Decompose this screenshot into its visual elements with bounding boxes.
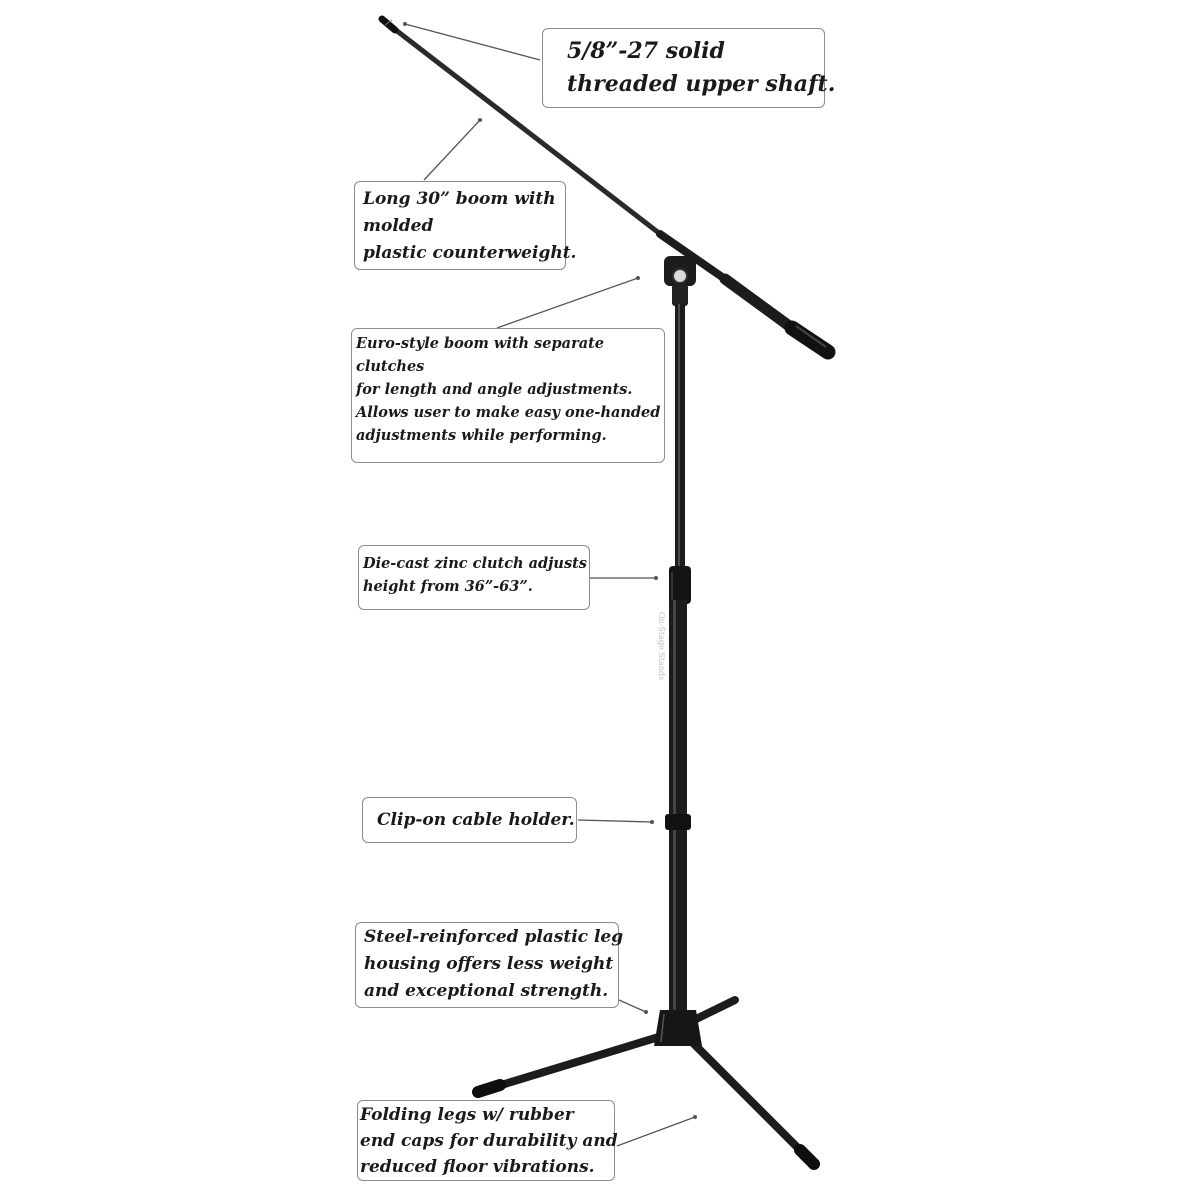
cable-clip	[665, 814, 691, 830]
boom-arm	[385, 21, 836, 360]
leader-leg-housing	[618, 999, 647, 1013]
boom-clutch	[664, 256, 696, 306]
callout-leg-housing: Steel-reinforced plastic leg housing off…	[355, 922, 624, 1008]
callout-line: and exceptional strength.	[364, 981, 609, 1001]
callout-folding-legs: Folding legs w/ rubber end caps for dura…	[357, 1100, 618, 1181]
callout-line: housing offers less weight	[364, 954, 614, 974]
leg-housing	[654, 1010, 702, 1046]
leader-cable-holder	[577, 819, 653, 823]
callout-line: adjustments while performing.	[356, 427, 607, 444]
callout-euro-boom: Euro-style boom with separate clutches f…	[351, 328, 665, 463]
callout-line: molded	[363, 216, 434, 236]
callout-line: clutches	[356, 358, 425, 375]
callout-line: Die-cast zinc clutch adjusts	[363, 555, 587, 572]
tripod-legs	[472, 996, 820, 1170]
callout-line: Euro-style boom with separate	[356, 335, 605, 352]
callout-line: plastic counterweight.	[363, 243, 577, 263]
callout-line: end caps for durability and	[360, 1131, 618, 1151]
callout-line: Steel-reinforced plastic leg	[364, 927, 624, 947]
callout-line: reduced floor vibrations.	[360, 1157, 595, 1177]
shaft-brand-label: On-Stage Stands	[657, 612, 666, 681]
callout-cable-holder: Clip-on cable holder.	[362, 797, 577, 843]
upper-shaft-tube	[675, 304, 685, 576]
callout-line: Folding legs w/ rubber	[360, 1105, 574, 1125]
callout-upper-shaft: 5/8”-27 solid threaded upper shaft.	[542, 28, 836, 108]
callout-line: height from 36”-63”.	[363, 578, 533, 595]
threaded-tip	[378, 15, 399, 34]
callout-line: 5/8”-27 solid	[567, 38, 725, 64]
callout-boom: Long 30” boom with molded plastic counte…	[354, 181, 577, 270]
leader-folding-legs	[616, 1116, 696, 1147]
lower-shaft-tube	[669, 600, 687, 1012]
callout-clutch: Die-cast zinc clutch adjusts height from…	[358, 545, 590, 610]
height-clutch	[669, 566, 691, 604]
callout-line: Allows user to make easy one-handed	[356, 404, 661, 421]
leader-arrowheads	[403, 22, 697, 1119]
callout-line: Long 30” boom with	[363, 189, 556, 209]
leader-lines	[404, 23, 696, 1147]
leader-upper-shaft	[404, 23, 541, 61]
callout-line: for length and angle adjustments.	[356, 381, 633, 398]
callout-line: Clip-on cable holder.	[377, 810, 575, 830]
leader-euro-boom	[496, 277, 639, 329]
callout-line: threaded upper shaft.	[567, 71, 836, 97]
leader-boom	[423, 119, 481, 181]
